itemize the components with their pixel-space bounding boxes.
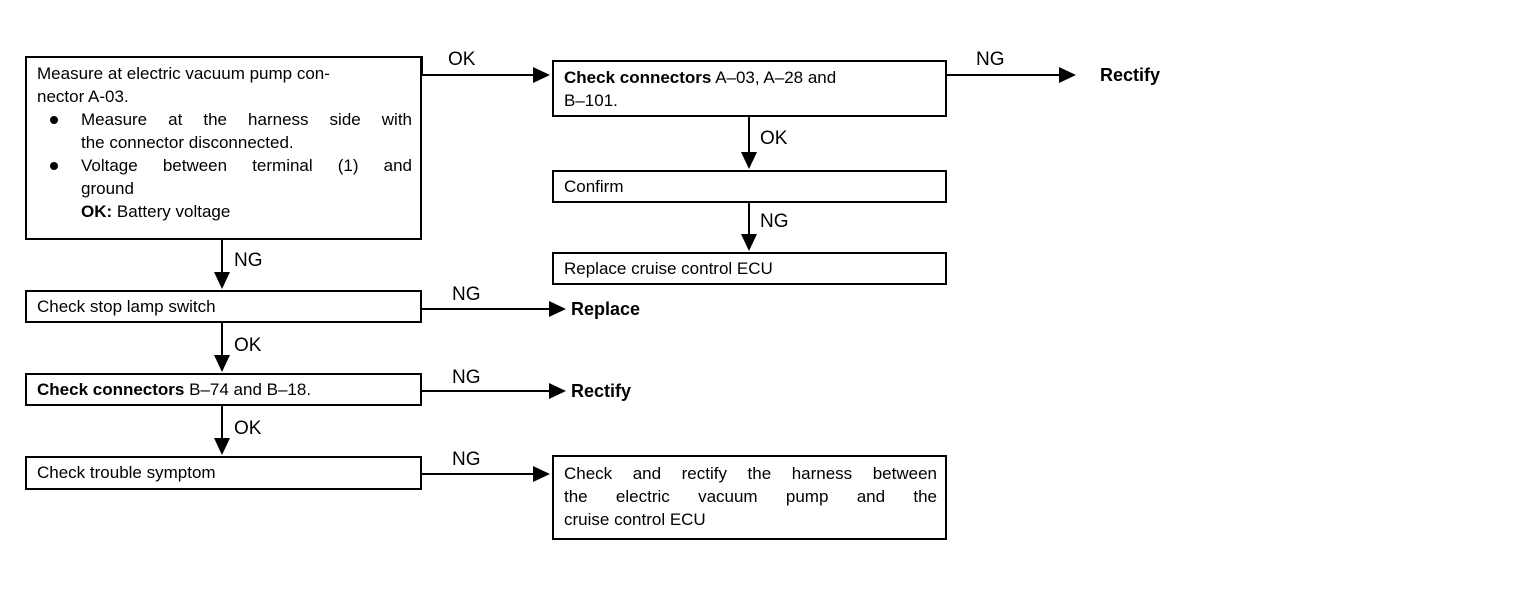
edge-label-ok-measure-to-check: OK <box>448 49 476 70</box>
check-connectors-label: Check connectors <box>37 380 185 399</box>
box-check-connectors-b74: Check connectors B–74 and B–18. <box>25 373 422 406</box>
edge-label-ng-connectors-to-rectify: NG <box>452 367 481 388</box>
check-conn-bottom-line: Check connectors B–74 and B–18. <box>37 378 412 401</box>
measure-bullet-1: Measure at the harness side with the con… <box>37 108 412 154</box>
measure-bullet-1-line-2: the connector disconnected. <box>81 133 294 152</box>
measure-bullet-2-line-1: Voltage between terminal (1) and <box>81 156 412 175</box>
terminal-rectify-top: Rectify <box>1100 65 1161 85</box>
ok-value: Battery voltage <box>116 202 231 221</box>
box-measure-pump-connector: Measure at electric vacuum pump con- nec… <box>25 56 422 240</box>
connector-connectors-to-rectify-line <box>421 390 550 392</box>
stop-lamp-text: Check stop lamp switch <box>37 297 216 316</box>
measure-bullet-2-line-2: ground <box>81 179 134 198</box>
arrow-symptom-to-harness <box>533 466 550 482</box>
measure-bullet-2: Voltage between terminal (1) and ground … <box>37 154 412 223</box>
confirm-text: Confirm <box>564 177 624 196</box>
connector-symptom-to-harness-line <box>421 473 534 475</box>
check-connectors-values-1: A–03, A–28 and <box>715 68 837 87</box>
connector-check-to-rectify-line <box>947 74 1060 76</box>
box-check-trouble-symptom: Check trouble symptom <box>25 456 422 490</box>
arrow-check-to-rectify <box>1059 67 1076 83</box>
edge-label-ng-stoplamp-to-replace: NG <box>452 284 481 305</box>
harness-line-1: Check and rectify the harness between <box>564 464 937 483</box>
box-confirm: Confirm <box>552 170 947 203</box>
harness-line-3: cruise control ECU <box>564 510 706 529</box>
connector-stoplamp-to-connectors-line <box>221 323 223 356</box>
connector-measure-right-stub <box>421 56 423 76</box>
arrow-connectors-to-symptom <box>214 438 230 455</box>
box-check-stop-lamp-switch: Check stop lamp switch <box>25 290 422 323</box>
edge-label-ng-check-to-rectify: NG <box>976 49 1005 70</box>
connector-check-to-confirm-line <box>748 117 750 153</box>
measure-bullet-1-line-1: Measure at the harness side with <box>81 110 412 129</box>
trouble-symptom-text: Check trouble symptom <box>37 463 216 482</box>
connector-confirm-to-ecu-line <box>748 203 750 235</box>
box-replace-cruise-control-ecu: Replace cruise control ECU <box>552 252 947 285</box>
arrow-measure-to-stoplamp <box>214 272 230 289</box>
edge-label-ok-check-to-confirm: OK <box>760 128 788 149</box>
box-check-rectify-harness: Check and rectify the harness between th… <box>552 455 947 540</box>
check-connectors-values: B–74 and B–18. <box>189 380 312 399</box>
arrow-stoplamp-to-connectors <box>214 355 230 372</box>
harness-line-2: the electric vacuum pump and the <box>564 487 937 506</box>
arrow-stoplamp-to-replace <box>549 301 566 317</box>
arrow-connectors-to-rectify <box>549 383 566 399</box>
measure-bullet-2-line-3: OK: Battery voltage <box>81 200 412 223</box>
check-connectors-label: Check connectors <box>564 68 712 87</box>
edge-label-ok-connectors-to-symptom: OK <box>234 418 262 439</box>
edge-label-ng-symptom-to-harness: NG <box>452 449 481 470</box>
edge-label-ng-confirm-to-ecu: NG <box>760 211 789 232</box>
measure-bullet-list: Measure at the harness side with the con… <box>37 108 412 223</box>
arrow-confirm-to-ecu <box>741 234 757 251</box>
ok-label: OK: <box>81 202 113 221</box>
connector-measure-to-stoplamp-line <box>221 240 223 273</box>
measure-line-1: Measure at electric vacuum pump con- <box>37 64 330 83</box>
connector-connectors-to-symptom-line <box>221 406 223 439</box>
bullet-dot-icon <box>50 162 58 170</box>
check-conn-top-line-2: B–101. <box>564 91 618 110</box>
terminal-replace: Replace <box>571 299 641 319</box>
edge-label-ng-measure-to-stoplamp: NG <box>234 250 263 271</box>
bullet-dot-icon <box>50 116 58 124</box>
replace-ecu-text: Replace cruise control ECU <box>564 259 773 278</box>
arrow-measure-to-check <box>533 67 550 83</box>
box-check-connectors-a03: Check connectors A–03, A–28 and B–101. <box>552 60 947 117</box>
terminal-rectify-mid: Rectify <box>571 381 632 401</box>
connector-stoplamp-to-replace-line <box>421 308 550 310</box>
connector-measure-to-check-line <box>421 74 534 76</box>
check-conn-top-line-1: Check connectors A–03, A–28 and <box>564 66 937 89</box>
arrow-check-to-confirm <box>741 152 757 169</box>
measure-line-2: nector A-03. <box>37 87 129 106</box>
edge-label-ok-stoplamp-to-connectors: OK <box>234 335 262 356</box>
